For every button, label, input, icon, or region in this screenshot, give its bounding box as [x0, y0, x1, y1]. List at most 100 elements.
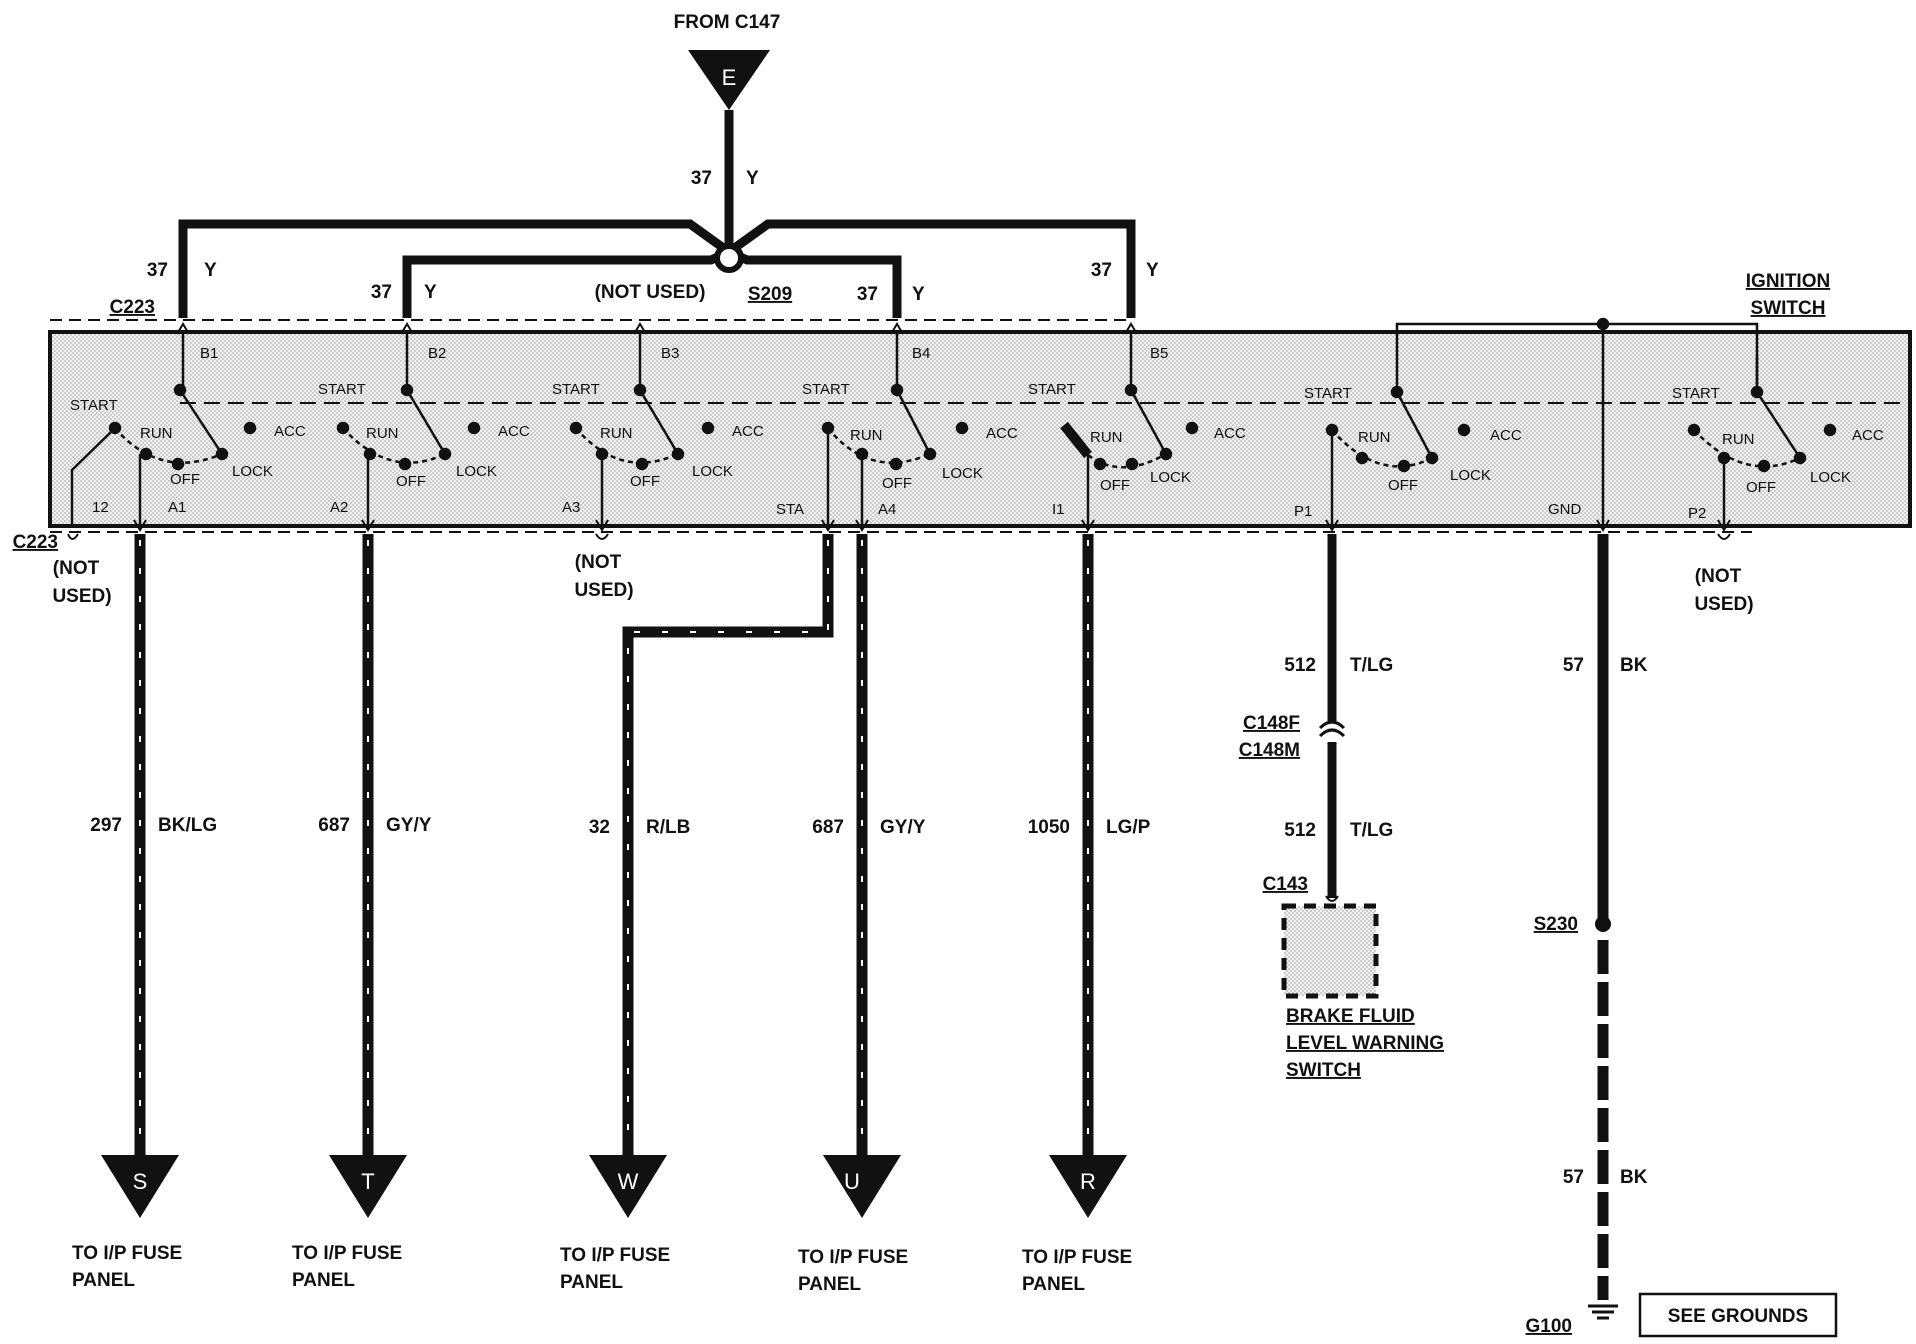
svg-text:ACC: ACC	[498, 423, 530, 440]
not-used-p2-line1: (NOT	[1695, 566, 1742, 587]
ground-circuit-top: 57	[1563, 655, 1584, 676]
terminal-gnd: GND	[1548, 501, 1582, 518]
out-w-circuit: 32	[589, 817, 610, 838]
svg-text:RUN: RUN	[1358, 429, 1391, 446]
brake-name-2: LEVEL WARNING	[1286, 1033, 1444, 1054]
ground-color-top: BK	[1620, 655, 1648, 676]
svg-text:RUN: RUN	[140, 425, 173, 442]
terminal-p1: P1	[1294, 503, 1312, 520]
brake-name-3: SWITCH	[1286, 1060, 1361, 1081]
ground-g100: G100	[1526, 1316, 1572, 1337]
svg-text:RUN: RUN	[1722, 431, 1755, 448]
out-u-color: GY/Y	[880, 817, 926, 838]
svg-text:START: START	[70, 397, 118, 414]
svg-text:START: START	[802, 381, 850, 398]
svg-text:RUN: RUN	[366, 425, 399, 442]
dest-r-line1: TO I/P FUSE	[1022, 1247, 1132, 1268]
connector-r-letter: R	[1080, 1169, 1096, 1194]
svg-text:ACC: ACC	[1490, 427, 1522, 444]
connector-w-letter: W	[618, 1169, 639, 1194]
connector-c143: C143	[1263, 874, 1308, 895]
out-u-circuit: 687	[812, 817, 844, 838]
svg-text:OFF: OFF	[170, 471, 200, 488]
terminal-b3: B3	[661, 345, 679, 362]
ground-circuit-bottom: 57	[1563, 1167, 1584, 1188]
dest-t-line1: TO I/P FUSE	[292, 1243, 402, 1264]
source-connector-e: FROM C147 E	[674, 12, 781, 110]
not-used-a3-line2: USED)	[574, 580, 633, 601]
switch-title-1: IGNITION	[1746, 271, 1830, 292]
terminal-p2: P2	[1688, 505, 1706, 522]
dest-t-line2: PANEL	[292, 1270, 355, 1291]
svg-text:LOCK: LOCK	[456, 463, 497, 480]
svg-text:OFF: OFF	[882, 475, 912, 492]
out-s-circuit: 297	[90, 815, 122, 836]
svg-text:OFF: OFF	[630, 473, 660, 490]
connector-e-letter: E	[722, 65, 737, 90]
terminal-b4: B4	[912, 345, 930, 362]
branch-b5-circuit: 37	[1091, 260, 1112, 281]
svg-text:LOCK: LOCK	[1450, 467, 1491, 484]
branch-b1-color: Y	[204, 260, 217, 281]
not-used-p2-line2: USED)	[1694, 594, 1753, 615]
dest-s-line1: TO I/P FUSE	[72, 1243, 182, 1264]
svg-text:START: START	[1672, 385, 1720, 402]
connector-c148m: C148M	[1239, 740, 1300, 761]
svg-text:LOCK: LOCK	[692, 463, 733, 480]
branch-b4-circuit: 37	[857, 284, 878, 305]
branch-b2-circuit: 37	[371, 282, 392, 303]
not-used-12-line1: (NOT	[53, 558, 100, 579]
splice-s230-label: S230	[1534, 914, 1578, 935]
not-used-a3-line1: (NOT	[575, 552, 622, 573]
see-grounds-label: SEE GROUNDS	[1668, 1306, 1808, 1327]
connector-w-triangle	[589, 1155, 667, 1218]
brake-color-bottom: T/LG	[1350, 820, 1393, 841]
out-t-color: GY/Y	[386, 815, 432, 836]
splice-s230-dot	[1595, 916, 1611, 932]
branch-b5-color: Y	[1146, 260, 1159, 281]
output-connectors: S T W U R	[101, 1155, 1127, 1218]
terminal-b1: B1	[200, 345, 218, 362]
brake-fluid-switch-box	[1281, 903, 1379, 999]
svg-text:OFF: OFF	[396, 473, 426, 490]
terminal-sta: STA	[776, 501, 804, 518]
svg-text:ACC: ACC	[732, 423, 764, 440]
connector-r-triangle	[1049, 1155, 1127, 1218]
not-used-12-line2: USED)	[52, 586, 111, 607]
terminal-b2: B2	[428, 345, 446, 362]
svg-text:LOCK: LOCK	[1150, 469, 1191, 486]
branch-b4-color: Y	[912, 284, 925, 305]
branch-b2-color: Y	[424, 282, 437, 303]
svg-text:RUN: RUN	[600, 425, 633, 442]
brake-circuit-bottom: 512	[1284, 820, 1316, 841]
dest-u-line2: PANEL	[798, 1274, 861, 1295]
connector-c223-top: C223	[110, 297, 155, 318]
branch-b1-circuit: 37	[147, 260, 168, 281]
terminal-a2: A2	[330, 499, 348, 516]
out-t-circuit: 687	[318, 815, 350, 836]
svg-text:ACC: ACC	[1214, 425, 1246, 442]
branch-wire-b1	[178, 219, 732, 318]
brake-color-top: T/LG	[1350, 655, 1393, 676]
svg-text:RUN: RUN	[850, 427, 883, 444]
svg-text:START: START	[318, 381, 366, 398]
position-labels: START RUN ACC OFF LOCK START RUN ACC OFF…	[70, 381, 1884, 496]
connector-t-triangle	[329, 1155, 407, 1218]
out-r-color: LG/P	[1106, 817, 1151, 838]
connector-t-letter: T	[361, 1169, 374, 1194]
ignition-switch-body	[48, 330, 1912, 528]
brake-name-1: BRAKE FLUID	[1286, 1006, 1415, 1027]
brake-fluid-circuit: 512 T/LG C148F C148M 512 T/LG C143 BRAKE…	[1239, 534, 1444, 1081]
ground-symbol-icon	[1588, 1304, 1618, 1320]
connector-s-letter: S	[133, 1169, 148, 1194]
dest-w-line2: PANEL	[560, 1272, 623, 1293]
source-label: FROM C147	[674, 12, 781, 33]
svg-text:OFF: OFF	[1100, 477, 1130, 494]
terminal-a1: A1	[168, 499, 186, 516]
feed-color: Y	[746, 168, 759, 189]
svg-text:RUN: RUN	[1090, 429, 1123, 446]
svg-text:LOCK: LOCK	[232, 463, 273, 480]
svg-text:START: START	[1304, 385, 1352, 402]
dest-w-line1: TO I/P FUSE	[560, 1245, 670, 1266]
